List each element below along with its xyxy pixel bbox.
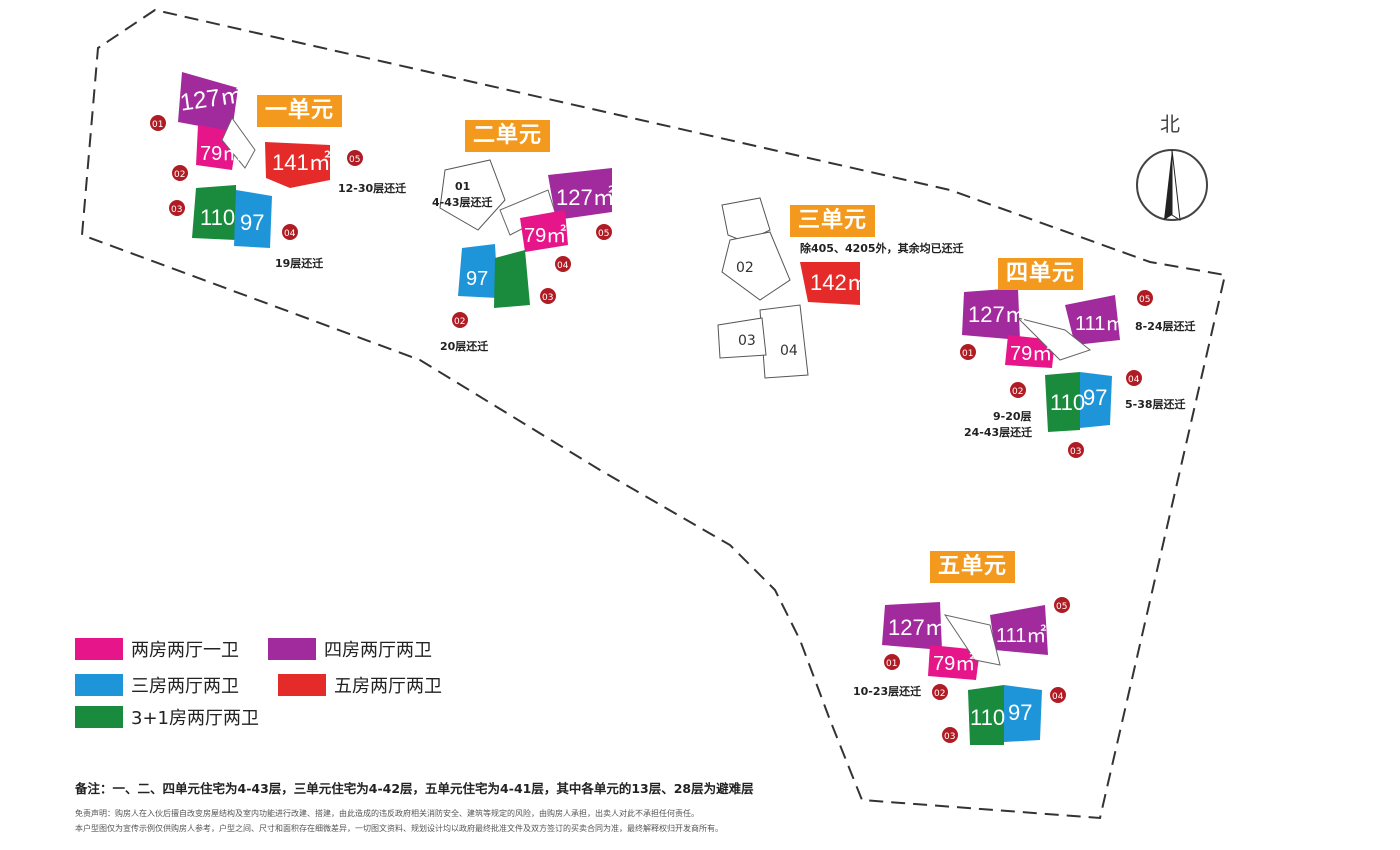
unit-2-label: 二单元	[465, 120, 551, 152]
svg-text:02: 02	[934, 689, 945, 699]
svg-text:02: 02	[1012, 387, 1023, 397]
svg-text:04: 04	[1128, 375, 1140, 385]
svg-text:03: 03	[542, 293, 553, 303]
unit-4-note4: 24-43层还迁	[964, 426, 1033, 439]
unit-5-plan: 127㎡ 111㎡ 79㎡ 110 97 01 02 03 04 05	[882, 597, 1070, 745]
unit-3-note: 除405、4205外，其余均已还迁	[800, 242, 964, 255]
apt-label: 141㎡	[272, 150, 331, 175]
unit-2-note: 4-43层还迁	[432, 196, 493, 209]
apt-label: 110	[200, 205, 235, 230]
apt-label: 97	[240, 210, 264, 235]
building-no: 03	[738, 333, 756, 349]
legend-item: 两房两厅一卫	[75, 636, 239, 662]
building-no: 04	[780, 343, 798, 359]
svg-text:03: 03	[1070, 447, 1081, 457]
unit-1-note2: 19层还迁	[275, 257, 324, 270]
svg-text:05: 05	[1056, 602, 1067, 612]
unit-3-label: 三单元	[790, 205, 876, 237]
unit-4-label: 四单元	[998, 258, 1084, 290]
unit-4-note2: 5-38层还迁	[1125, 398, 1186, 411]
svg-text:04: 04	[1052, 692, 1064, 702]
svg-text:02: 02	[454, 317, 465, 327]
legend-swatch	[268, 638, 316, 660]
apt-label: 79㎡	[524, 223, 566, 247]
legend-label: 3+1房两厅两卫	[131, 708, 259, 729]
legend-swatch	[75, 674, 123, 696]
legend-label: 五房两厅两卫	[334, 676, 442, 697]
legend-swatch	[75, 638, 123, 660]
legend-item: 五房两厅两卫	[278, 672, 442, 698]
apt-label: 127㎡	[888, 615, 947, 640]
svg-text:03: 03	[171, 205, 182, 215]
unit-4-plan: 127㎡ 111㎡ 79㎡ 110 97 01 02 03 04 05	[960, 288, 1153, 458]
legend-label: 四房两厅两卫	[324, 640, 432, 661]
compass-icon	[1136, 149, 1208, 221]
unit-5-note: 10-23层还迁	[853, 685, 922, 698]
disclaimer-line-1: 免责声明：购房人在入伙后擅自改变房屋结构及室内功能进行改建、搭建，由此造成的违反…	[75, 809, 699, 818]
svg-text:05: 05	[1139, 295, 1150, 305]
legend-item: 3+1房两厅两卫	[75, 704, 259, 730]
legend-swatch	[75, 706, 123, 728]
site-boundary	[80, 8, 1227, 820]
apt-label: 97	[1008, 700, 1032, 725]
svg-text:03: 03	[944, 732, 955, 742]
unit-1-note: 12-30层还迁	[338, 182, 407, 195]
apt-label: 111㎡	[996, 623, 1046, 647]
unit-3-plan: 142㎡ 02 03 04	[717, 197, 869, 379]
apt-label: 110	[1050, 390, 1085, 415]
svg-text:01: 01	[152, 120, 163, 130]
svg-text:02: 02	[174, 170, 185, 180]
apt-label: 79㎡	[200, 141, 242, 165]
apt-label: 79㎡	[933, 651, 975, 675]
legend-item: 四房两厅两卫	[268, 636, 432, 662]
svg-text:04: 04	[284, 229, 296, 239]
apt-label: 79㎡	[1010, 341, 1052, 365]
unit-5-label: 五单元	[930, 551, 1016, 583]
legend-label: 两房两厅一卫	[131, 640, 239, 661]
disclaimer-line-2: 本户型图仅为宣传示例仅供购房人参考，户型之间、尺寸和面积存在细微差异，一切图文资…	[75, 824, 723, 833]
building-no: 02	[736, 260, 754, 276]
apt-label: 97	[466, 268, 488, 290]
svg-text:05: 05	[349, 155, 360, 165]
svg-text:05: 05	[598, 229, 609, 239]
legend-label: 三房两厅两卫	[131, 676, 239, 697]
remarks: 备注：一、二、四单元住宅为4-43层，三单元住宅为4-42层，五单元住宅为4-4…	[75, 781, 754, 796]
unit-1-plan: 127㎡ 79㎡ 141㎡ 110 97 01 02 03 04 05	[150, 72, 363, 248]
unit-2-label-01: 01	[455, 180, 471, 193]
apt-label: 127㎡	[968, 302, 1027, 327]
apt-label: 97	[1083, 385, 1107, 410]
apt-label: 142㎡	[810, 270, 869, 295]
unit-2-note2: 20层还迁	[440, 340, 489, 353]
unit-4-note: 8-24层还迁	[1135, 320, 1196, 333]
svg-text:01: 01	[886, 659, 897, 669]
unit-4-note3: 9-20层	[993, 410, 1032, 423]
svg-text:01: 01	[962, 349, 973, 359]
north-label: 北	[1160, 112, 1180, 136]
apt-label: 110	[970, 705, 1005, 730]
svg-text:04: 04	[557, 261, 569, 271]
apt-label: 111㎡	[1075, 311, 1125, 335]
legend-swatch	[278, 674, 326, 696]
unit-2-plan: 127㎡ 79㎡ 97 05 04 03 02	[439, 159, 615, 328]
legend-item: 三房两厅两卫	[75, 672, 239, 698]
unit-1-label: 一单元	[257, 95, 343, 127]
apt-label: 127㎡	[556, 185, 615, 210]
